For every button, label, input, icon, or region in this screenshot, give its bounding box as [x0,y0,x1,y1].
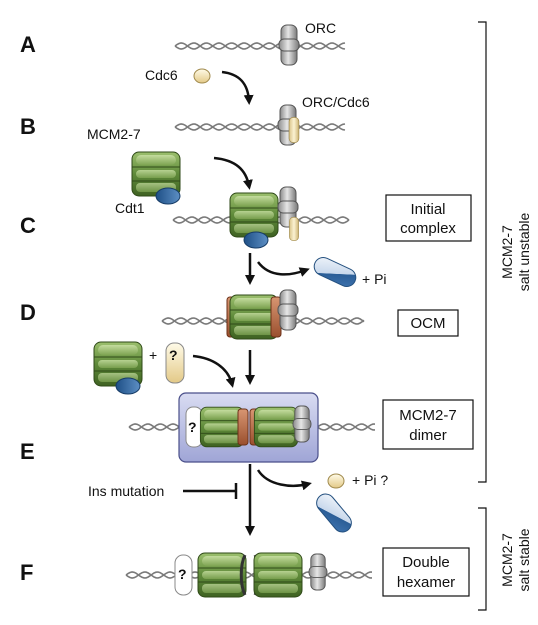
pi-question-label: + Pi ? [352,472,388,488]
dimer-label-2: dimer [409,427,447,444]
bracket-salt-unstable [478,21,487,483]
salt-unstable-label-1: MCM2-7 [499,225,515,279]
mcm-label: MCM2-7 [87,126,141,142]
mcm-cdt1-free [131,151,181,205]
arrow-b-c [213,156,253,190]
step-a: A [20,32,36,57]
bracket-salt-stable [478,507,487,611]
step-d: D [20,300,36,325]
unknown-factor-label: ? [169,347,178,363]
step-b: B [20,114,36,139]
initial-complex-label-1: Initial [410,201,445,218]
orc-cdc6-complex-b [277,104,300,146]
salt-stable-label-2: salt stable [516,528,532,591]
double-hexamer [174,552,328,598]
step-c: C [20,213,36,238]
dna-strand [125,571,372,579]
step-letters: A B C D E F [20,32,36,585]
dna-strand [174,42,346,50]
step-f: F [20,560,33,585]
arrow-second-load [192,354,236,388]
double-hexamer-box [382,547,470,597]
double-hexamer-label-1: Double [402,554,450,571]
released-factors-e [312,473,356,537]
mcm-dimer [185,405,312,448]
plus-label: + [149,347,157,363]
dna-strand [174,42,346,50]
dimer-label-1: MCM2-7 [399,407,457,424]
ocm-box [397,309,459,337]
cdc6-cdt1-released [310,254,360,290]
cdc6-label: Cdc6 [145,67,178,83]
dna-strand [174,123,346,131]
orc-cdc6-label: ORC/Cdc6 [302,94,370,110]
ins-mutation-label: Ins mutation [88,483,164,499]
arrow-a-b [221,70,254,105]
arrow-release-cdc6-cdt1 [257,261,310,277]
pi-label: + Pi [362,271,387,287]
initial-complex-label-2: complex [400,220,456,237]
orc-label: ORC [305,20,336,36]
ocm-label: OCM [411,315,446,332]
double-unknown-label: ? [178,566,187,582]
mcm-cdt1-second [93,341,143,395]
salt-stable-label-1: MCM2-7 [499,533,515,587]
ocm-complex [226,289,299,340]
arrow-release-e [256,469,312,491]
dimer-box [382,399,474,450]
initial-complex [229,186,299,249]
dna-strand [125,571,372,579]
salt-unstable-label-2: salt unstable [516,212,532,291]
unknown-factor [165,342,185,384]
orc-protein-a [278,24,300,66]
cdt1-label: Cdt1 [115,200,145,216]
dimer-unknown-label: ? [188,419,197,435]
initial-complex-box [385,194,472,242]
dna-strand [174,123,346,131]
step-e: E [20,439,35,464]
double-hexamer-label-2: hexamer [397,574,455,591]
cdc6-protein [193,68,211,84]
